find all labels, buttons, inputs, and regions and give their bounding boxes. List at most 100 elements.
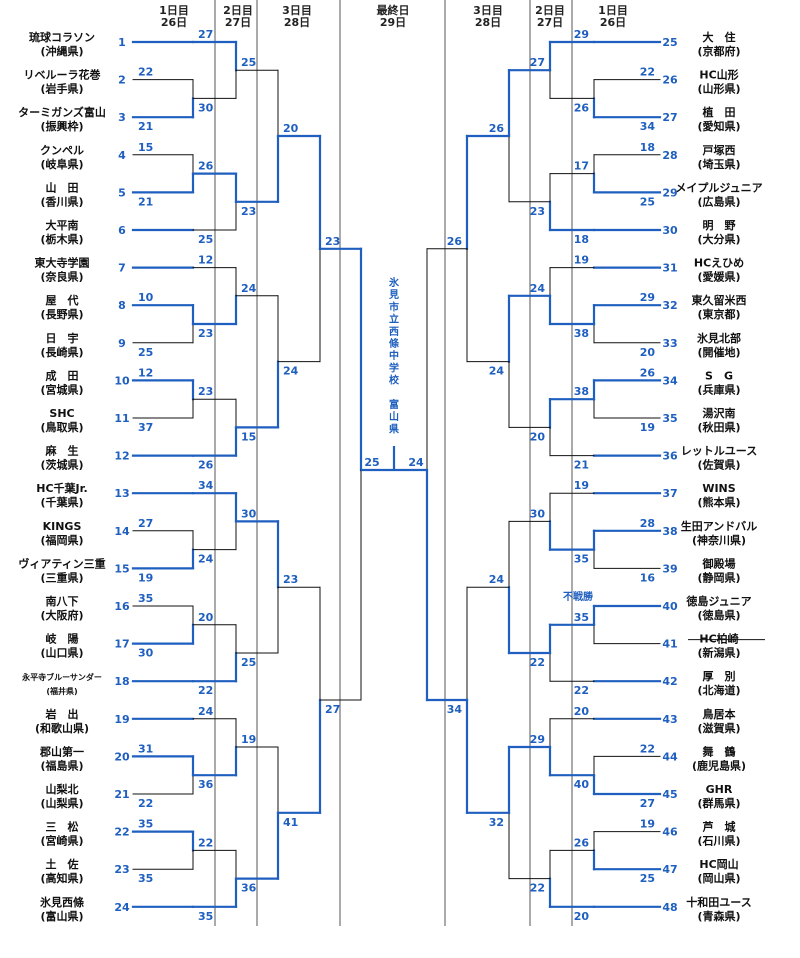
team-name: 舞 鶴 [703, 744, 736, 758]
team-name: 氷見北部 [697, 331, 741, 345]
seed-number: 30 [662, 224, 678, 237]
match-score: 22 [198, 836, 213, 849]
team-prefecture: (静岡県) [697, 570, 740, 584]
seed-number: 36 [662, 450, 678, 463]
team-name: 生田アンドバル [681, 519, 758, 533]
team-name: ヴィアティン三重 [18, 556, 105, 570]
team-prefecture: (神奈川県) [692, 533, 746, 547]
seed-number: 38 [662, 525, 677, 538]
team-name: HCえひめ [694, 257, 744, 270]
seed-number: 42 [662, 675, 677, 688]
seed-number: 48 [662, 901, 677, 914]
match-score: 20 [530, 430, 546, 443]
seed-number: 41 [662, 638, 677, 651]
day-header-label: 1日目 [159, 4, 189, 17]
match-score: 38 [574, 327, 589, 340]
match-score: 22 [138, 797, 153, 810]
match-score: 23 [325, 235, 340, 248]
team-prefecture: (宮城県) [40, 382, 83, 396]
seed-number: 40 [662, 600, 678, 613]
seed-number: 2 [118, 74, 126, 87]
seed-number: 7 [118, 262, 126, 275]
match-score: 15 [241, 430, 256, 443]
team-name: 永平寺ブルーサンダー [21, 672, 102, 682]
team-name: SHC [49, 407, 74, 420]
team-name: HC山形 [699, 68, 738, 82]
team-name: 日 宇 [46, 331, 79, 345]
team-prefecture: (北海道) [697, 683, 740, 697]
team-prefecture: (和歌山県) [35, 721, 89, 735]
match-score: 20 [640, 346, 656, 359]
team-prefecture: (山形県) [697, 82, 740, 96]
match-score: 24 [198, 705, 214, 718]
match-score: 35 [574, 611, 589, 624]
team-prefecture: (福島県) [40, 758, 83, 772]
seed-number: 24 [114, 901, 130, 914]
seed-number: 20 [114, 750, 130, 763]
team-name: 屋 代 [46, 293, 79, 307]
match-score: 30 [138, 647, 154, 660]
team-name: 東大寺学園 [35, 256, 90, 270]
team-name: 氷見西條 [40, 895, 85, 909]
team-prefecture: (滋賀県) [697, 721, 740, 735]
match-score: 20 [198, 611, 214, 624]
match-score: 25 [241, 56, 256, 69]
team-name: WINS [702, 482, 735, 495]
day-header-date: 27日 [537, 16, 563, 29]
match-score: 35 [198, 910, 213, 923]
team-prefecture: (山梨県) [40, 796, 83, 810]
team-prefecture: (岡山県) [697, 871, 740, 885]
seed-number: 32 [662, 299, 677, 312]
team-name: HC岡山 [699, 857, 738, 871]
match-score: 27 [138, 517, 153, 530]
team-name: 植 田 [702, 105, 736, 119]
team-prefecture: (東京都) [697, 307, 740, 321]
match-score: 27 [640, 797, 655, 810]
seed-number: 43 [662, 713, 677, 726]
match-score: 23 [530, 205, 545, 218]
team-prefecture: (振興枠) [40, 119, 83, 133]
champion-name: 氷見市立西條中学校 富山県 [388, 276, 400, 435]
day-header-label: 1日目 [598, 4, 628, 17]
team-name: 御殿場 [702, 556, 736, 570]
seed-number: 28 [662, 149, 677, 162]
match-score: 23 [198, 327, 213, 340]
seed-number: 25 [662, 36, 677, 49]
team-name: ターミガンズ富山 [18, 105, 106, 119]
seed-number: 39 [662, 562, 677, 575]
match-score: 23 [283, 573, 298, 586]
match-score: 15 [138, 141, 153, 154]
team-name: 大平南 [46, 218, 79, 232]
team-name: 麻 生 [45, 444, 79, 458]
match-score: 30 [198, 101, 214, 114]
seed-number: 18 [114, 675, 129, 688]
match-score: 21 [138, 120, 153, 133]
seed-number: 22 [114, 826, 129, 839]
match-score: 35 [138, 818, 153, 831]
bracket-lines [131, 40, 662, 908]
team-prefecture: (秋田県) [697, 420, 740, 434]
team-prefecture: (香川県) [40, 194, 83, 208]
team-prefecture: (千葉県) [40, 495, 83, 509]
match-score: 22 [640, 66, 655, 79]
team-name: 徳島ジュニア [685, 594, 751, 608]
match-score: 22 [574, 684, 589, 697]
match-score: 27 [325, 703, 340, 716]
team-prefecture: (福井県) [46, 686, 77, 696]
team-name: 南八下 [46, 594, 79, 608]
team-prefecture: (栃木県) [40, 232, 83, 246]
team-prefecture: (宮崎県) [40, 834, 83, 848]
match-score: 27 [530, 56, 545, 69]
seed-number: 29 [662, 186, 677, 199]
team-prefecture: (愛知県) [697, 119, 740, 133]
seed-number: 33 [662, 337, 677, 350]
team-prefecture: (石川県) [697, 835, 740, 848]
team-prefecture: (長野県) [40, 308, 83, 321]
match-score: 34 [447, 703, 463, 716]
team-name: 東久留米西 [692, 293, 747, 307]
team-prefecture: (愛媛県) [697, 270, 740, 284]
day-header-date: 29日 [380, 16, 406, 29]
match-score: 34 [640, 120, 656, 133]
team-name: KINGS [43, 520, 82, 533]
